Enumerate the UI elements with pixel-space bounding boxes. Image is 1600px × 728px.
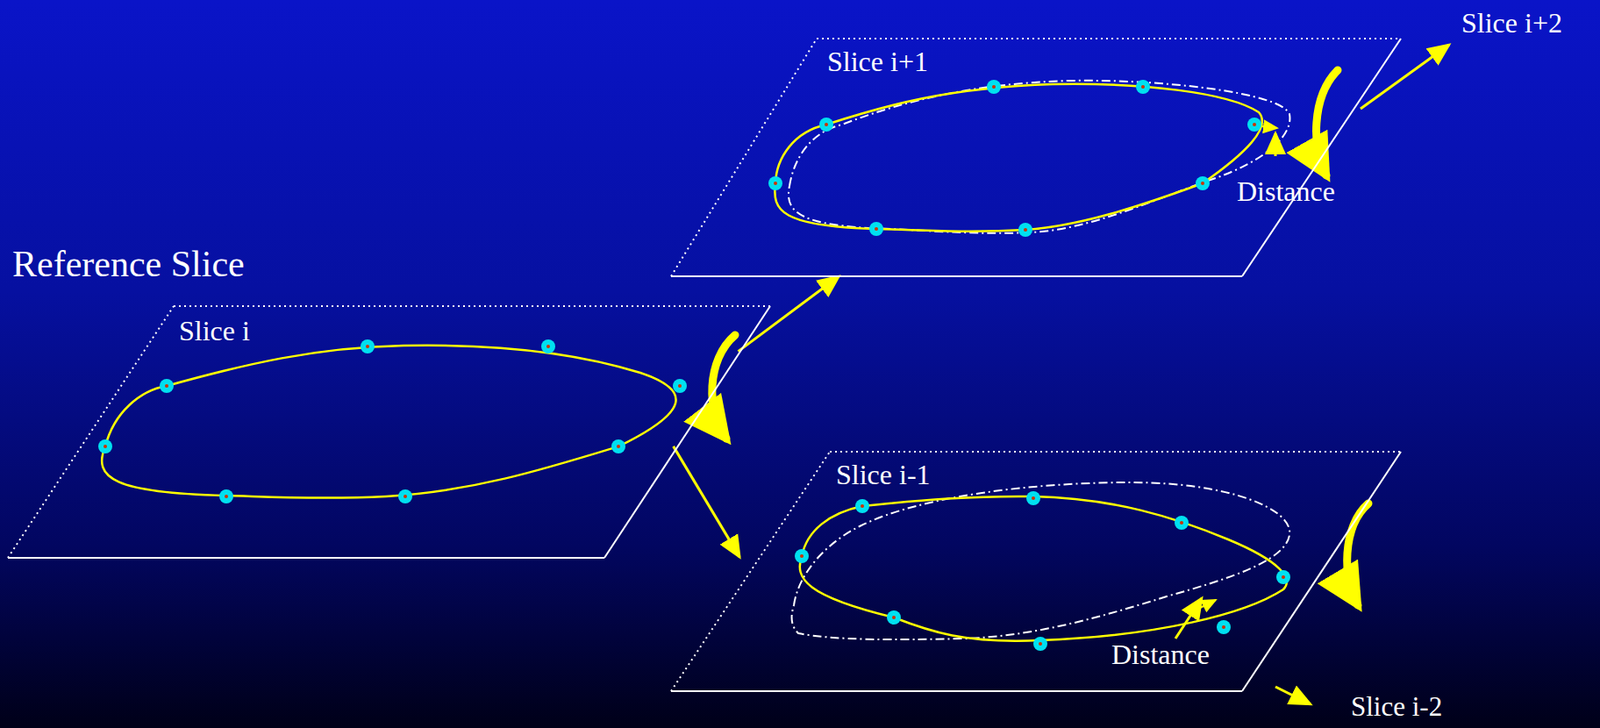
slice-contour (774, 84, 1263, 232)
distance-arrow (1261, 126, 1278, 129)
slice-plane: Reference SliceSlice i (7, 306, 771, 558)
heading-text: Reference Slice (12, 242, 245, 286)
annotation-label: Slice i-2 (1350, 691, 1443, 723)
slice-arrow (673, 446, 741, 558)
slice-contour (800, 496, 1287, 642)
slice-plane: Slice i-1 (671, 451, 1401, 692)
rotation-arrow (712, 70, 1369, 606)
distance-arrow (1198, 600, 1216, 609)
distance-arrow (1175, 598, 1202, 639)
slice-name: Slice i (178, 314, 250, 348)
reference-outline (788, 80, 1291, 234)
leader-arrow (1360, 44, 1450, 109)
slice-name: Slice i-1 (835, 458, 931, 492)
plane-outline (671, 451, 1401, 692)
control-points (98, 79, 1291, 651)
annotation-label: Distance (1111, 638, 1210, 672)
slice-arrow (738, 276, 840, 352)
annotation-label: Slice i+2 (1461, 7, 1563, 40)
distance-arrow (1274, 133, 1278, 157)
plane-outline (7, 306, 771, 558)
leader-arrow (1275, 686, 1311, 705)
slice-name: Slice i+1 (827, 45, 929, 79)
annotation-label: Distance (1236, 175, 1336, 208)
plane-outline (671, 38, 1401, 277)
slice-plane: Slice i+1 (671, 38, 1401, 277)
reference-contour (101, 345, 676, 499)
control-point-centers (103, 85, 1286, 646)
